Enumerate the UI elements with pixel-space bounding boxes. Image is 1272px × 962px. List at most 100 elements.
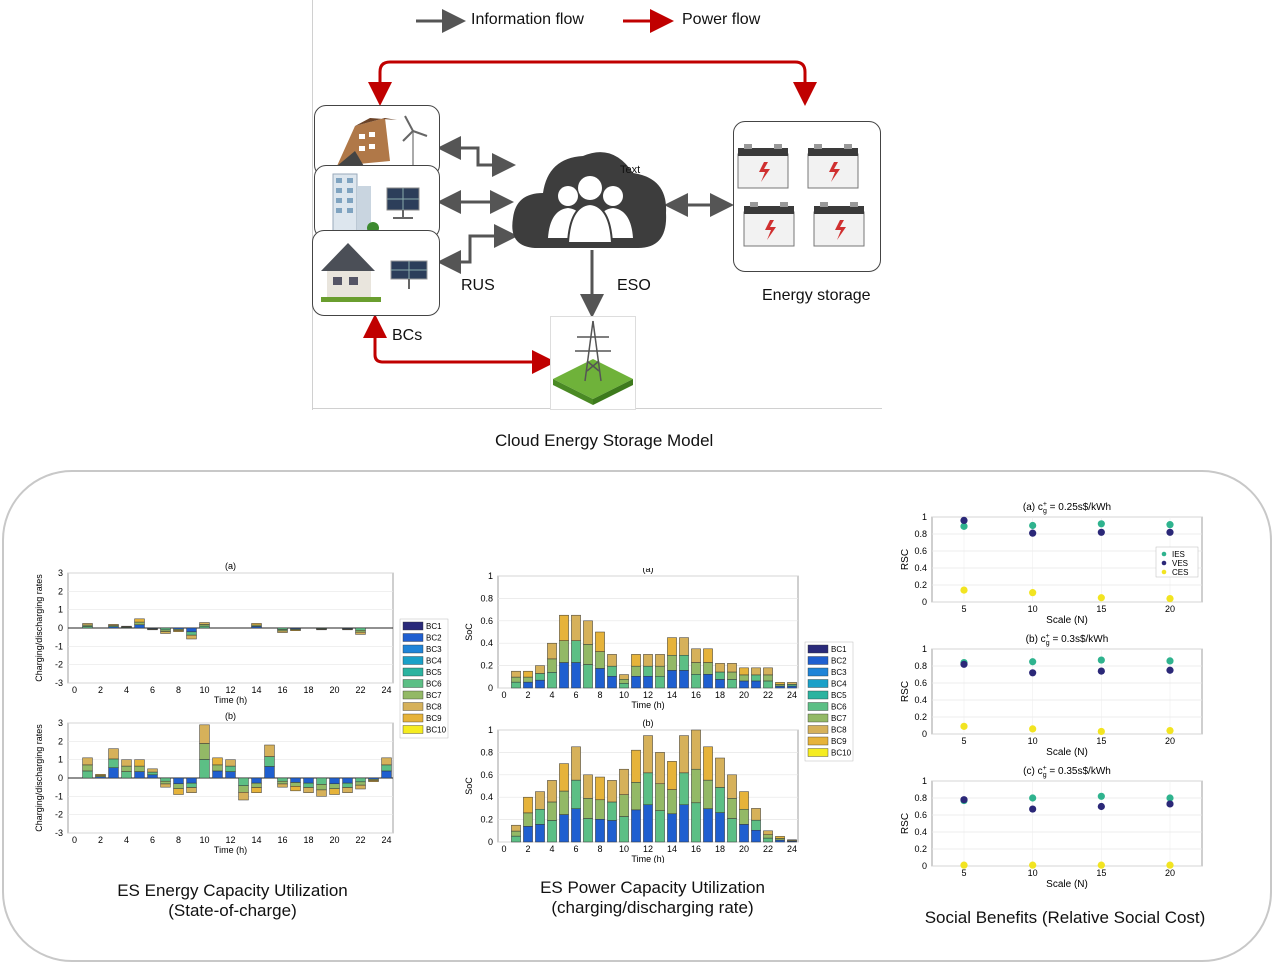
bar-segment <box>655 752 665 785</box>
x-tick-label: 18 <box>303 685 313 695</box>
scatter-point <box>1029 794 1037 802</box>
y-tick-label: 0.8 <box>914 529 927 539</box>
y-tick-label: 0.6 <box>914 678 927 688</box>
diagram-arrows <box>363 9 817 374</box>
bar-segment <box>691 729 701 770</box>
y-tick-label: 0.6 <box>914 546 927 556</box>
bar-segment <box>82 623 93 626</box>
legend-label: BC4 <box>426 657 442 666</box>
bar-segment <box>631 675 641 689</box>
bar-segment <box>212 764 223 772</box>
legend-swatch <box>807 679 829 688</box>
legend-label: CES <box>1172 568 1188 577</box>
bar-segment <box>277 777 288 782</box>
house-solar-icon <box>321 243 428 302</box>
bar-segment <box>238 777 249 786</box>
bar-segment <box>186 634 197 640</box>
y-tick-label: 0.8 <box>914 661 927 671</box>
scatter-point <box>1166 861 1174 869</box>
bar-segment <box>703 674 713 689</box>
bar-segment <box>775 839 785 843</box>
plot-area <box>931 780 1203 867</box>
x-tick-label: 24 <box>381 835 391 845</box>
y-tick-label: 0 <box>922 597 927 607</box>
x-tick-label: 22 <box>355 835 365 845</box>
bar-segment <box>355 627 366 631</box>
bar-segment <box>775 685 785 689</box>
scatter-point <box>1166 800 1174 808</box>
panel-title: (b) c+g = 0.3s$/kWh <box>1026 633 1109 647</box>
x-axis-label: Time (h) <box>214 845 247 855</box>
bar-segment <box>559 790 569 815</box>
bar-segment <box>595 631 605 652</box>
bar-segment <box>775 684 785 687</box>
bar-segment <box>547 642 557 660</box>
x-tick-label: 10 <box>619 690 629 700</box>
scatter-point <box>960 861 968 869</box>
y-tick-label: 1 <box>58 605 63 615</box>
bar-segment <box>199 743 210 760</box>
bar-segment <box>619 679 629 684</box>
bar-segment <box>727 774 737 799</box>
legend-swatch <box>807 690 829 700</box>
x-tick-label: 16 <box>277 685 287 695</box>
x-tick-label: 6 <box>573 844 578 854</box>
bar-segment <box>381 757 392 766</box>
y-tick-label: 1 <box>58 755 63 765</box>
scatter-point <box>1166 727 1174 735</box>
panel-title: (a) c+g = 0.25s$/kWh <box>1023 501 1111 515</box>
bar-segment <box>355 777 366 783</box>
bar-segment <box>329 788 340 795</box>
legend-label: BC9 <box>426 714 442 723</box>
y-tick-label: 1 <box>488 571 493 581</box>
bar-segment <box>160 631 171 634</box>
legend-label: IES <box>1172 550 1185 559</box>
x-tick-label: 10 <box>199 685 209 695</box>
scatter-point <box>960 796 968 804</box>
bar-segment <box>264 766 275 779</box>
x-tick-label: 18 <box>303 835 313 845</box>
bar-segment <box>225 759 236 767</box>
left-caption-line1: ES Energy Capacity Utilization <box>117 881 348 900</box>
y-tick-label: 2 <box>58 586 63 596</box>
bar-segment <box>108 624 119 626</box>
bar-segment <box>787 839 797 841</box>
legend-label: BC7 <box>831 714 847 723</box>
bar-segment <box>763 667 773 676</box>
x-tick-label: 24 <box>787 690 797 700</box>
legend-swatch <box>402 725 424 734</box>
scatter-point <box>1097 802 1105 811</box>
x-tick-label: 15 <box>1096 604 1106 614</box>
y-tick-label: 1 <box>922 512 927 522</box>
bar-segment <box>147 774 158 779</box>
x-tick-label: 18 <box>715 690 725 700</box>
scatter-point <box>1097 727 1105 736</box>
bar-segment <box>595 776 605 801</box>
bar-segment <box>571 614 581 641</box>
bar-segment <box>571 746 581 781</box>
bar-segment <box>329 783 340 789</box>
x-tick-label: 20 <box>329 835 339 845</box>
x-tick-label: 16 <box>691 690 701 700</box>
bar-segment <box>703 648 713 663</box>
bar-segment <box>559 662 569 689</box>
energy-storage-label: Energy storage <box>762 287 871 304</box>
bar-segment <box>535 673 545 681</box>
bar-segment <box>739 680 749 689</box>
bar-segment <box>238 792 249 801</box>
x-tick-label: 15 <box>1096 868 1106 878</box>
bar-segment <box>619 816 629 843</box>
y-tick-label: 0.4 <box>480 638 493 648</box>
x-axis-label: Scale (N) <box>1046 615 1088 626</box>
y-axis-label: SoC <box>464 777 474 795</box>
y-tick-label: 0.6 <box>914 810 927 820</box>
scatter-point <box>1029 725 1037 733</box>
bar-segment <box>535 808 545 825</box>
bar-segment <box>787 685 797 689</box>
scatter-point <box>960 516 968 524</box>
bar-segment <box>160 777 171 782</box>
bar-segment <box>643 735 653 774</box>
bar-segment <box>619 683 629 689</box>
bar-segment <box>199 625 210 629</box>
bar-segment <box>121 765 132 772</box>
